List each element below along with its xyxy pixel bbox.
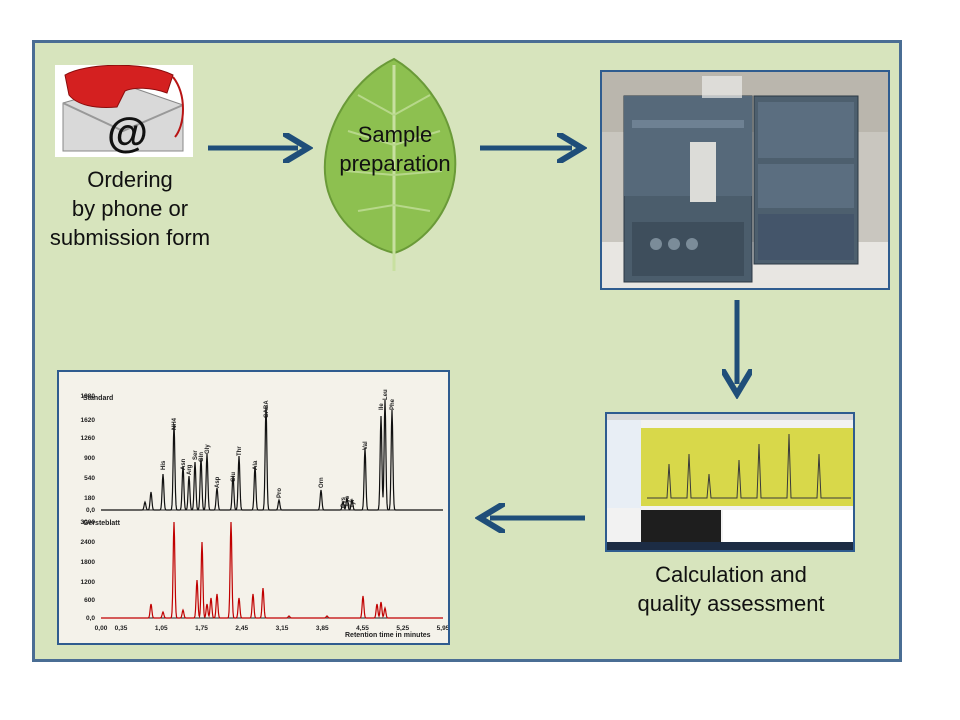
x-tick: 4,55 xyxy=(356,625,369,632)
standard-y-tick: 0,0 xyxy=(86,507,95,514)
sample-label: Sample preparation xyxy=(325,120,465,178)
sample-y-tick: 3000 xyxy=(81,519,96,526)
peak-label: Ser xyxy=(193,450,199,460)
peak-label: Asp xyxy=(215,476,221,488)
peak-label: Ala xyxy=(253,460,259,470)
ordering-line-1: Ordering xyxy=(87,167,173,192)
x-tick: 0,00 xyxy=(95,625,108,632)
x-tick: 5,25 xyxy=(396,625,409,632)
x-tick: 0,35 xyxy=(115,625,128,632)
peak-label: GABA xyxy=(264,400,270,418)
calculation-line-2: quality assessment xyxy=(637,591,825,616)
sample-trace xyxy=(101,521,443,619)
sample-series-label: Gersteblatt xyxy=(83,520,121,527)
peak-label: Arg xyxy=(187,464,193,475)
standard-y-tick: 900 xyxy=(84,455,95,462)
standard-series-label: Standard xyxy=(83,395,113,402)
ordering-line-3: submission form xyxy=(49,225,211,250)
standard-y-tick: 180 xyxy=(84,495,95,502)
peak-label: Cys xyxy=(341,496,347,508)
standard-trace xyxy=(101,399,443,511)
chromatogram-image: 1980 1620 1260 900 540 180 0,0 3000 2400 1800 120… xyxy=(57,370,450,645)
peak-label: Thr xyxy=(237,446,243,456)
peak-label: Ile xyxy=(379,403,385,410)
peak-label: Glu xyxy=(231,472,237,482)
x-tick: 3,85 xyxy=(316,625,329,632)
sample-y-tick: 1800 xyxy=(81,559,96,566)
ordering-line-2: by phone or xyxy=(71,196,189,221)
ordering-label: Ordering by phone or submission form xyxy=(40,165,220,252)
leaf-image xyxy=(318,55,466,275)
peak-label: Asn xyxy=(181,458,187,470)
sample-y-tick: 1200 xyxy=(81,579,96,586)
x-tick: 2,45 xyxy=(235,625,248,632)
sample-line-2: preparation xyxy=(339,151,451,176)
peak-label: Gln xyxy=(199,452,205,462)
calculation-line-1: Calculation and xyxy=(655,562,807,587)
at-sign-icon: @ xyxy=(107,109,148,156)
x-tick: 3,15 xyxy=(276,625,289,632)
peak-label: Orn xyxy=(319,477,325,488)
standard-y-tick: 1980 xyxy=(81,393,96,400)
peak-label: Val xyxy=(363,441,369,450)
sample-y-tick: 0,0 xyxy=(86,615,95,622)
sample-y-tick: 600 xyxy=(84,597,95,604)
standard-y-tick: 1260 xyxy=(81,435,96,442)
ordering-icon: @ xyxy=(55,64,193,157)
calculation-label: Calculation and quality assessment xyxy=(603,560,859,618)
peak-label: Leu xyxy=(383,389,389,400)
peak-label: Phe xyxy=(390,398,396,410)
peak-label: NH4 xyxy=(172,417,178,430)
peak-label: His xyxy=(161,460,167,470)
peak-label: Pro xyxy=(277,488,283,498)
x-axis-label: Retention time in minutes xyxy=(345,632,431,639)
x-tick: 5,95 xyxy=(437,625,448,632)
x-tick: 1,75 xyxy=(195,625,208,632)
software-screenshot xyxy=(605,412,855,552)
standard-y-tick: 540 xyxy=(84,475,95,482)
hplc-instrument-photo xyxy=(600,70,890,290)
sample-y-tick: 2400 xyxy=(81,539,96,546)
x-tick: 1,05 xyxy=(155,625,168,632)
sample-line-1: Sample xyxy=(357,122,433,147)
peak-label: Gly xyxy=(205,444,211,454)
standard-y-tick: 1620 xyxy=(81,417,96,424)
